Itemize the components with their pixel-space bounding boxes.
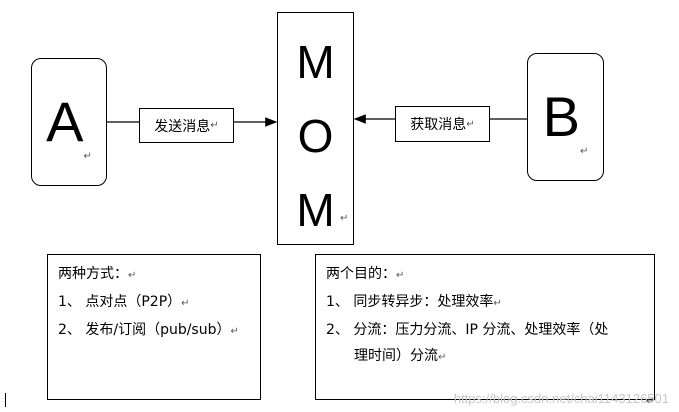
edge-label-fetch: 获取消息↵	[395, 106, 490, 142]
node-b: B↵	[527, 53, 604, 181]
paragraph-mark-icon: ↵	[181, 298, 190, 309]
paragraph-mark-icon: ↵	[128, 270, 137, 281]
panel-left-item-2: 2、 发布/订阅（pub/sub）	[58, 322, 231, 338]
panel-two-modes: 两种方式：↵ 1、 点对点（P2P）↵ 2、 发布/订阅（pub/sub）↵	[47, 254, 261, 400]
paragraph-mark-icon: ↵	[493, 298, 502, 309]
fetch-message-label: 获取消息	[410, 117, 467, 133]
paragraph-mark-icon: ↵	[646, 396, 655, 407]
panel-right-item-2: 2、 分流：压力分流、IP 分流、处理效率（处	[326, 322, 609, 338]
paragraph-mark-icon: ↵	[340, 213, 349, 224]
paragraph-mark-icon: ↵	[579, 146, 589, 157]
paragraph-mark-icon: ↵	[83, 151, 92, 162]
paragraph-mark-icon: ↵	[230, 326, 239, 337]
panel-left-title: 两种方式：	[58, 266, 128, 282]
watermark: https://blog.csdn.net/chai1143126501	[453, 391, 669, 406]
panel-two-purposes: 两个目的：↵ 1、 同步转异步：处理效率↵ 2、 分流：压力分流、IP 分流、处…	[315, 254, 655, 400]
panel-right-title: 两个目的：	[326, 266, 396, 282]
paragraph-mark-icon: ↵	[210, 120, 219, 131]
paragraph-mark-icon: ↵	[396, 270, 405, 281]
paragraph-mark-icon: ↵	[466, 118, 475, 130]
mom-box: M O M ↵	[277, 12, 354, 245]
mom-letter-o: O	[297, 110, 334, 162]
panel-right-item-2-cont: 理时间）分流	[354, 348, 438, 364]
mom-letter-m1: M	[296, 36, 335, 88]
paragraph-mark-icon: ↵	[438, 352, 447, 363]
panel-left-item-1: 1、 点对点（P2P）	[58, 294, 182, 310]
panel-right-item-1: 1、 同步转异步：处理效率	[326, 294, 494, 310]
node-a-label: A	[46, 90, 84, 153]
text-cursor	[5, 393, 6, 407]
send-message-label: 发送消息	[154, 118, 211, 135]
mom-letter-m2: M	[296, 184, 335, 236]
node-b-label: B	[542, 85, 580, 148]
edge-label-send: 发送消息↵	[139, 108, 234, 143]
node-a: A↵	[31, 58, 107, 186]
